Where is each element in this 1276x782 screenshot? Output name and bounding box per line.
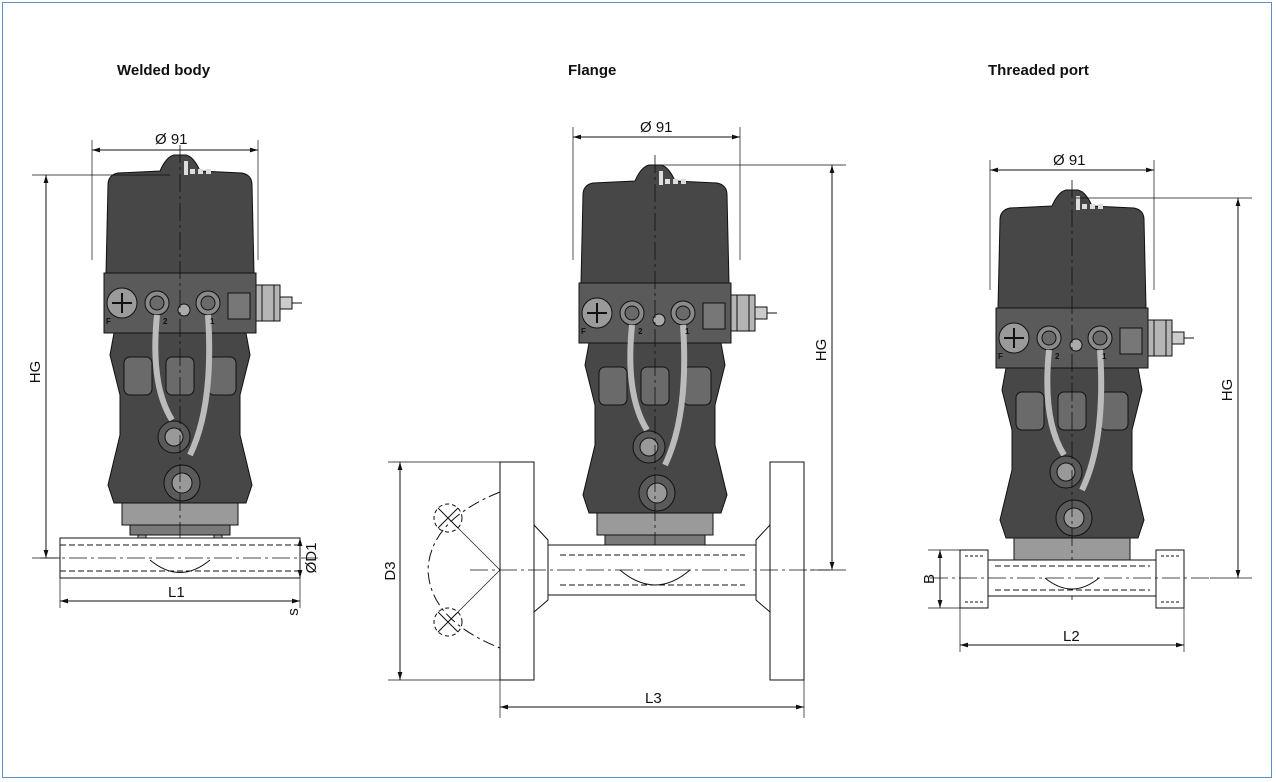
flange-view: Ø 91 HG D3 L3 bbox=[382, 119, 846, 718]
flange-length-label: L3 bbox=[645, 690, 662, 707]
port-f-label-3: F bbox=[998, 352, 1003, 361]
welded-length-label: L1 bbox=[168, 584, 185, 601]
port-2-label-2: 2 bbox=[638, 327, 643, 336]
threaded-diameter-label: Ø 91 bbox=[1053, 152, 1086, 169]
threaded-port-view: Ø 91 HG B L2 bbox=[921, 152, 1252, 652]
view-title-threaded: Threaded port bbox=[988, 62, 1089, 79]
welded-body-view: Ø 91 HG L1 ØD1 s bbox=[27, 131, 320, 616]
welded-height-label: HG bbox=[27, 361, 44, 384]
threaded-height-label: HG bbox=[1219, 379, 1236, 402]
port-2-label-3: 2 bbox=[1055, 352, 1060, 361]
port-f-label-2: F bbox=[581, 327, 586, 336]
view-title-welded: Welded body bbox=[117, 62, 211, 79]
port-2-label-1: 2 bbox=[163, 317, 168, 326]
port-1-label-2: 1 bbox=[685, 327, 690, 336]
port-f-label-1: F bbox=[106, 317, 111, 326]
view-title-flange: Flange bbox=[568, 62, 617, 79]
port-1-label-1: 1 bbox=[210, 317, 215, 326]
flange-d3-label: D3 bbox=[382, 561, 399, 580]
flange-diameter-label: Ø 91 bbox=[640, 119, 673, 136]
welded-diameter-label: Ø 91 bbox=[155, 131, 188, 148]
welded-pipe-od-label: ØD1 bbox=[303, 543, 320, 574]
port-labels: F 2 1 F 2 1 F 2 1 bbox=[106, 317, 1107, 361]
welded-wall-label: s bbox=[285, 608, 302, 616]
threaded-b-label: B bbox=[921, 574, 938, 584]
port-1-label-3: 1 bbox=[1102, 352, 1107, 361]
flange-height-label: HG bbox=[813, 339, 830, 362]
threaded-length-label: L2 bbox=[1063, 628, 1080, 645]
